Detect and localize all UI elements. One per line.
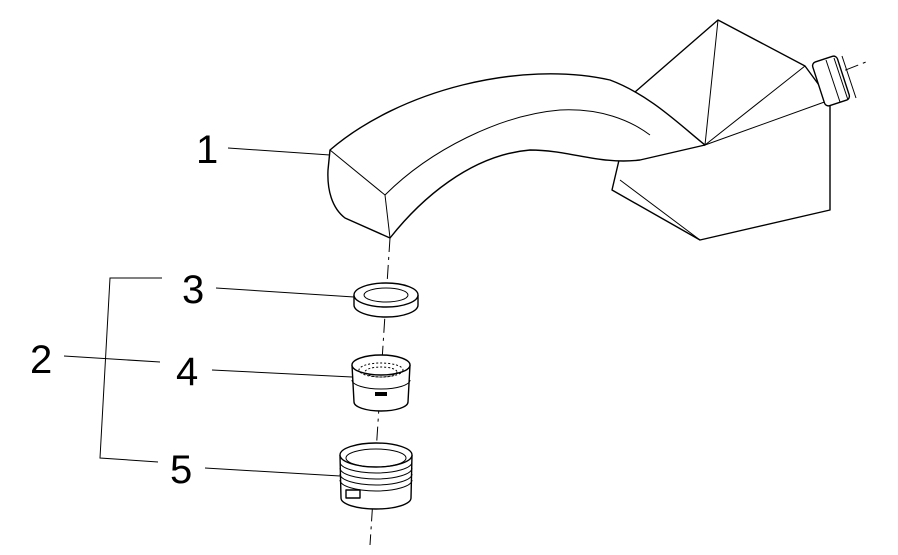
callout-label-3: 3 xyxy=(182,268,205,312)
leader-line-2 xyxy=(63,355,161,363)
leader-line-3 xyxy=(215,287,355,298)
washer xyxy=(353,282,419,318)
callout-label-4: 4 xyxy=(176,350,199,394)
callout-label-2: 2 xyxy=(30,338,53,382)
spout-body xyxy=(327,19,857,241)
aerator-housing xyxy=(339,442,413,510)
callout-label-1: 1 xyxy=(196,128,219,172)
aerator-insert xyxy=(351,354,411,412)
callout-label-5: 5 xyxy=(170,448,193,492)
leader-line-4 xyxy=(211,369,353,378)
inlet-fitting xyxy=(811,55,851,107)
leader-line-5 xyxy=(204,467,341,477)
group-bracket xyxy=(99,277,162,463)
leader-line-1 xyxy=(227,147,331,156)
